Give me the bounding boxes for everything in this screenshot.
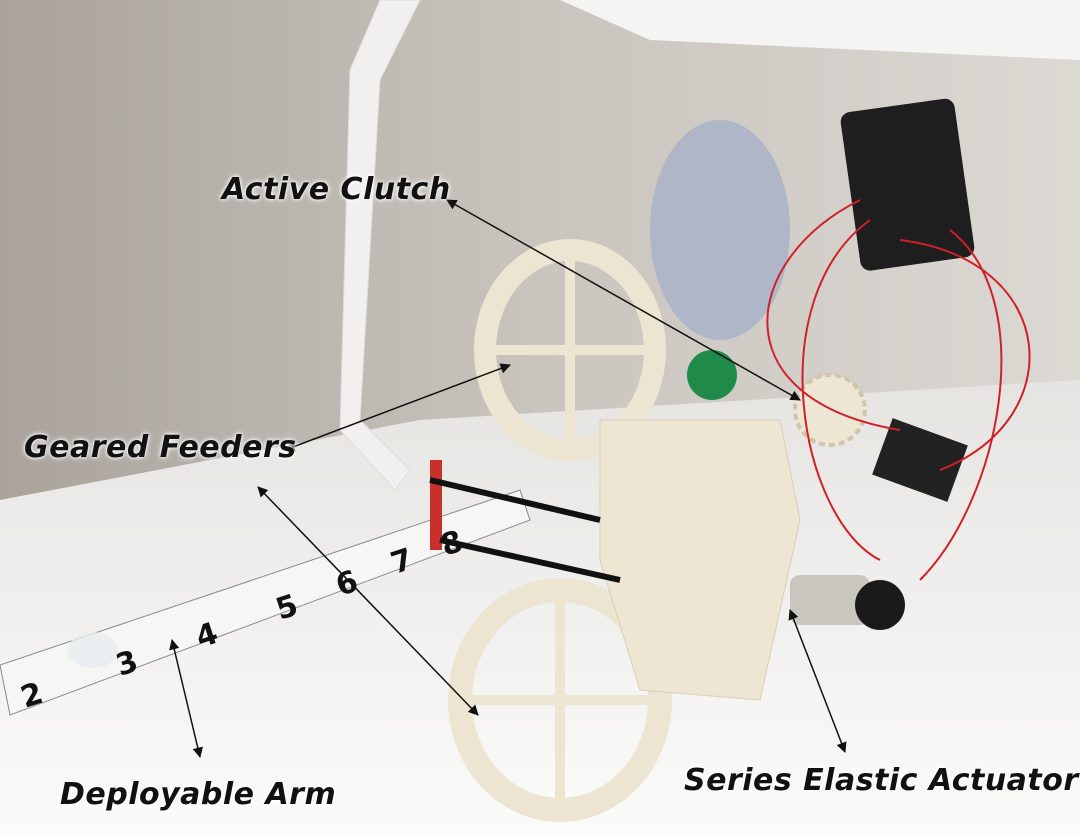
- driver-board: [872, 418, 968, 502]
- arrow-active-clutch: [446, 199, 801, 401]
- microcontroller-board: [840, 98, 975, 271]
- red-clip: [430, 460, 442, 550]
- label-geared-feeders: Geared Feeders: [24, 430, 297, 465]
- label-active-clutch: Active Clutch: [222, 172, 451, 207]
- motor-encoder: [855, 580, 905, 630]
- mechanism-frame: [599, 419, 801, 701]
- green-encoder-disc: [687, 350, 737, 400]
- clutch-gear: [793, 373, 867, 447]
- arrow-geared-feeders-lower: [257, 486, 479, 716]
- arrow-deployable-arm: [169, 638, 203, 759]
- clear-knob: [68, 632, 118, 668]
- red-wires: [766, 199, 1031, 581]
- arrow-series-elastic-actuator: [788, 609, 847, 753]
- label-deployable-arm: Deployable Arm: [60, 777, 337, 812]
- arrow-geared-feeders-upper: [284, 363, 511, 452]
- drone-body: [560, 0, 1080, 60]
- label-series-elastic-actuator: Series Elastic Actuator: [684, 763, 1079, 798]
